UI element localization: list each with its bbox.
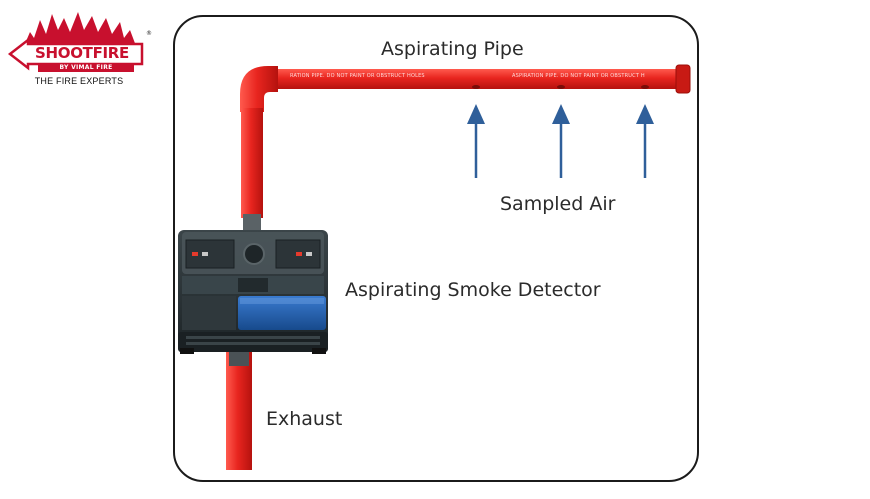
sampling-hole (641, 85, 649, 89)
sampling-hole (472, 85, 480, 89)
label-sampled-air: Sampled Air (500, 193, 616, 215)
label-aspirating-pipe: Aspirating Pipe (381, 38, 524, 60)
logo-brand-text: SHOOTFIRE (34, 44, 130, 62)
air-flow-arrow (467, 104, 485, 178)
exhaust-pipe (226, 346, 252, 470)
aspirating-pipe-vertical (241, 108, 263, 218)
label-exhaust: Exhaust (266, 408, 343, 430)
sampling-hole (557, 85, 565, 89)
logo-subline: BY VIMAL FIRE (38, 63, 134, 72)
logo-registered-mark: ® (146, 30, 152, 37)
pipe-end-cap (675, 64, 691, 94)
air-flow-arrow (552, 104, 570, 178)
label-smoke-detector: Aspirating Smoke Detector (345, 279, 601, 301)
shootfire-logo: SHOOTFIRE BY VIMAL FIRE ® THE FIRE EXPER… (6, 8, 156, 90)
pipe-elbow (240, 66, 278, 112)
smoke-detector-unit (178, 230, 328, 354)
logo-flame-shape (24, 12, 136, 46)
logo-tagline: THE FIRE EXPERTS (34, 76, 124, 86)
flame-arrow-logo-icon (7, 12, 144, 71)
pipe-print-text: RATION PIPE. DO NOT PAINT OR OBSTRUCT HO… (290, 73, 425, 79)
logo-arrow-shape (7, 37, 144, 71)
diagram-frame (173, 15, 699, 482)
air-flow-arrow (636, 104, 654, 178)
aspirating-pipe-horizontal (264, 69, 688, 89)
pipe-print-text: ASPIRATION PIPE. DO NOT PAINT OR OBSTRUC… (512, 73, 645, 79)
